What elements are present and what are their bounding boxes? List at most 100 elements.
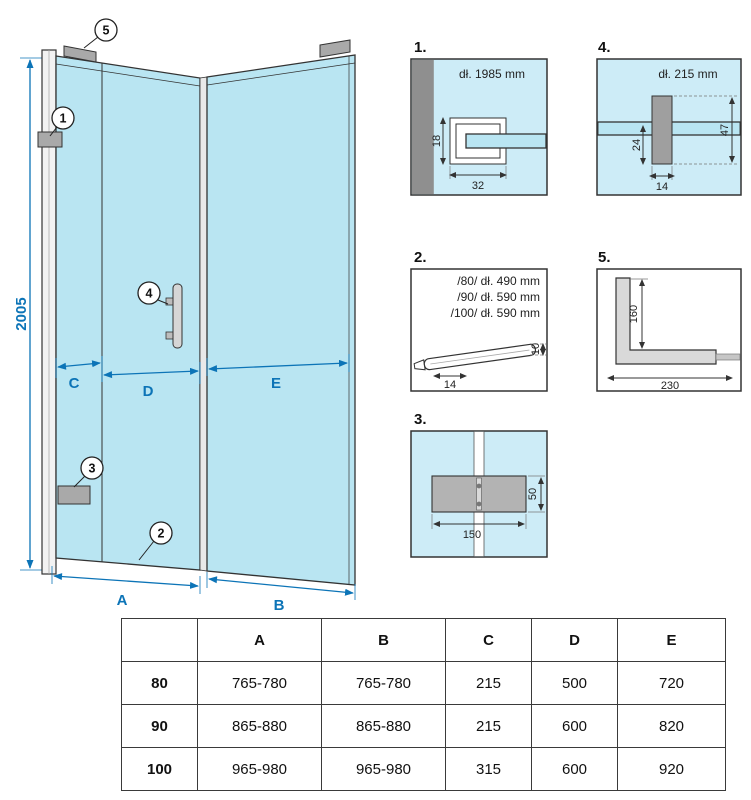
hinge-bottom: [57, 485, 91, 505]
dim-150-label: 150: [463, 529, 481, 541]
dim-230: 230: [607, 375, 733, 392]
corner-profile: [199, 76, 208, 572]
detail-2-length-100: /100/ dł. 590 mm: [451, 306, 540, 320]
cell-80-A: 765-780: [197, 661, 322, 705]
detail-1-number: 1.: [414, 39, 427, 56]
callout-2-number: 2: [158, 527, 165, 541]
corner-profile-section: [615, 277, 717, 365]
detail-5-diagram: 160 230: [596, 268, 742, 392]
row-label-90: 90: [121, 704, 198, 748]
table-corner-cell: [121, 618, 198, 662]
dim-32: 32: [449, 166, 507, 192]
detail-4-diagram: dł. 215 mm 24 14 47: [596, 58, 742, 196]
screw: [476, 501, 482, 507]
hinge-top: [37, 131, 63, 148]
dim-E: E: [206, 354, 350, 392]
cell-100-E: 920: [617, 747, 726, 791]
leader-line: [73, 475, 86, 488]
detail-3-diagram: 150 50: [410, 430, 548, 558]
dim-10-label: 10: [530, 343, 542, 355]
dim-47-label: 47: [719, 124, 731, 136]
dim-150: 150: [431, 514, 527, 541]
cell-100-B: 965-980: [321, 747, 446, 791]
detail-4-title: dł. 215 mm: [658, 67, 717, 81]
cell-100-C: 315: [445, 747, 532, 791]
handle-bar: [172, 283, 183, 349]
dim-A-label: A: [117, 592, 128, 609]
detail-frame: [410, 268, 548, 392]
dim-line: [208, 359, 348, 373]
detail-5-number: 5.: [598, 249, 611, 266]
dim-line: [57, 360, 101, 370]
detail-2-length-90: /90/ dł. 590 mm: [457, 290, 540, 304]
row-label-80: 80: [121, 661, 198, 705]
detail-2-number: 2.: [414, 249, 427, 266]
door-glass-panel: [55, 55, 201, 571]
dim-14-label: 14: [444, 379, 456, 391]
detail-4-number: 4.: [598, 39, 611, 56]
dim-10: 10: [530, 343, 546, 356]
dim-E-label: E: [271, 375, 281, 392]
clamp-plate: [431, 475, 527, 513]
col-header-B: B: [321, 618, 446, 662]
detail-2-length-80: /80/ dł. 490 mm: [457, 274, 540, 288]
plate-joint: [476, 477, 482, 511]
dim-line: [103, 367, 199, 379]
callout-2: 2: [138, 521, 173, 561]
cell-80-B: 765-780: [321, 661, 446, 705]
dim-47: 47: [674, 95, 737, 165]
dim-D-label: D: [143, 383, 154, 400]
dim-18-label: 18: [431, 135, 443, 147]
wall-bracket-top-left: [63, 45, 97, 63]
dim-B-label: B: [274, 597, 285, 614]
callout-3: 3: [73, 456, 104, 488]
cell-80-C: 215: [445, 661, 532, 705]
callout-4-number: 4: [146, 287, 153, 301]
leader-line: [157, 299, 169, 305]
stabilizer-bar: [413, 343, 537, 371]
side-glass: [206, 54, 356, 586]
dim-14: 14: [433, 373, 467, 391]
leader-line: [138, 540, 155, 561]
cell-80-E: 720: [617, 661, 726, 705]
cell-80-D: 500: [531, 661, 618, 705]
table-row-100: 100 965-980 965-980 315 600 920: [121, 747, 726, 791]
dim-230-label: 230: [661, 380, 679, 392]
table-row-80: 80 765-780 765-780 215 500 720: [121, 661, 726, 705]
col-header-E: E: [617, 618, 726, 662]
glass-cross-section: [465, 133, 547, 149]
leader-line: [83, 36, 99, 49]
dim-height: 2005: [13, 57, 42, 571]
cell-90-E: 820: [617, 704, 726, 748]
col-header-C: C: [445, 618, 532, 662]
dim-A: A: [51, 566, 201, 609]
callout-1: 1: [49, 106, 75, 137]
top-bar-line: [55, 63, 201, 87]
callout-circle: [149, 521, 173, 545]
table-header-row: A B C D E: [121, 618, 726, 662]
cell-100-D: 600: [531, 747, 618, 791]
dim-50-label: 50: [527, 488, 539, 500]
clamp-bracket: [651, 95, 673, 165]
dim-160-label: 160: [628, 305, 640, 323]
main-assembly-diagram: 2005: [13, 18, 356, 614]
cell-100-A: 965-980: [197, 747, 322, 791]
cell-90-C: 215: [445, 704, 532, 748]
dim-24-label: 24: [631, 139, 643, 151]
dim-32-label: 32: [472, 180, 484, 192]
dim-14: 14: [649, 166, 675, 193]
dim-line: [53, 573, 199, 589]
dim-18: 18: [431, 117, 446, 165]
glass-edge-extension: [715, 353, 741, 361]
dim-B: B: [206, 572, 356, 614]
detail-2-diagram: /80/ dł. 490 mm /90/ dł. 590 mm /100/ dł…: [410, 268, 548, 392]
wall-bracket-top-right: [319, 39, 351, 58]
callout-circle: [94, 18, 118, 42]
callout-1-number: 1: [60, 112, 67, 126]
leader-line: [49, 126, 58, 137]
detail-3-number: 3.: [414, 411, 427, 428]
callout-circle: [137, 281, 161, 305]
top-bar-line: [206, 62, 356, 86]
wall-section: [411, 59, 434, 195]
